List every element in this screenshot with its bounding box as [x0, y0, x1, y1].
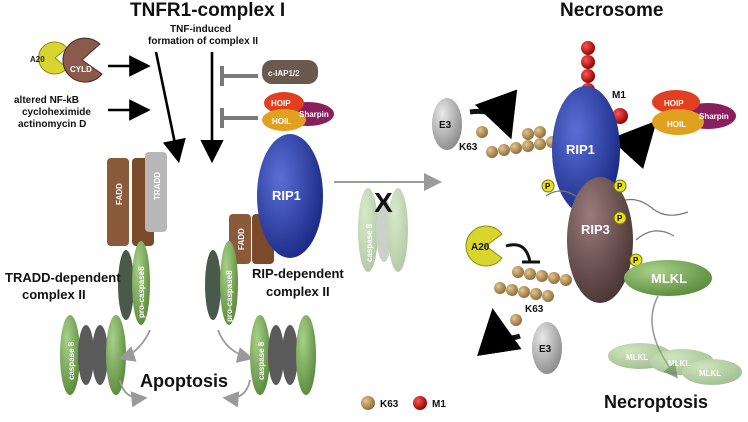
legend-k63: K63 [380, 399, 399, 410]
lubac-left-hoip: HOIP [271, 99, 291, 108]
cyld-icon: CYLD [62, 37, 103, 83]
fadd-label-left: FADD [115, 183, 124, 205]
a20-necrosome: A20 [465, 225, 503, 267]
svg-text:P: P [633, 256, 639, 265]
legend-k63-dot [361, 396, 375, 410]
legend-m1: M1 [432, 399, 446, 410]
rip3 [567, 177, 633, 303]
e3-bottom: E3 [532, 322, 562, 374]
lubac-right-sharpin: Sharpin [699, 112, 729, 121]
rip3-label: RIP3 [581, 222, 610, 237]
lubac-right: HOIP HOIL Sharpin [652, 90, 736, 135]
e3-top-curve-arrow [469, 89, 518, 140]
caspase8-right-label: caspase 8 [257, 341, 266, 380]
fadd-label-right: FADD [237, 228, 246, 250]
block-x: X [374, 187, 393, 218]
mlkl [624, 260, 712, 296]
e3-bottom-curve-arrow [477, 308, 522, 357]
mlkl-oligomers: MLKL MLKL MLKL [608, 343, 742, 385]
e3-top: E3 [432, 98, 462, 150]
arrow-tradd-to-casp [118, 329, 151, 362]
k63-chain-bottom: K63 [494, 266, 572, 326]
svg-text:P: P [545, 182, 551, 191]
title-left: TNFR1-complex I [130, 0, 285, 21]
a20-inhibit [505, 243, 540, 264]
tradd-label: TRADD [153, 172, 162, 200]
caspase8-right: caspase 8 [250, 315, 316, 395]
a20-label: A20 [30, 55, 45, 64]
lubac-right-hoil: HOIL [667, 120, 686, 129]
ciap-label: c-IAP1/2 [268, 69, 300, 78]
mlkl-olig-3: MLKL [699, 369, 721, 378]
cycloheximide-text: cycloheximide [22, 107, 91, 118]
caspase8-left: caspase 8 [60, 315, 126, 395]
k63-bottom-label: K63 [525, 304, 544, 315]
arrow-casp-left-to-apoptosis [119, 379, 148, 408]
tradd-complex-label-1: TRADD-dependent [5, 270, 121, 285]
svg-text:P: P [617, 214, 623, 223]
e3-top-label: E3 [439, 120, 452, 131]
rip-complex-label-2: complex II [266, 284, 330, 299]
tradd-complex: FADD TRADD [107, 152, 167, 246]
phospho-rip1: P [541, 179, 555, 193]
mlkl-olig-2: MLKL [668, 359, 690, 368]
altered-nfkb-text: altered NF-kB [14, 95, 79, 106]
ciap-box: c-IAP1/2 [262, 60, 318, 84]
k63-chain-top: K63 [459, 126, 558, 158]
legend: K63 M1 [361, 396, 446, 410]
arrow-casp-right-to-apoptosis [222, 379, 251, 408]
mlkl-olig-1: MLKL [626, 353, 648, 362]
title-right: Necrosome [560, 0, 664, 21]
mlkl-label: MLKL [651, 271, 687, 286]
inhibitor-ciap [220, 66, 258, 86]
caspase8-faded-label: caspase 8 [365, 223, 374, 262]
arrow-formation-to-tradd [154, 51, 186, 164]
procasp-left: pro-caspase8 [118, 241, 150, 325]
caspase8-faded: caspase 8 [358, 188, 408, 272]
legend-m1-dot [413, 396, 427, 410]
a20-necrosome-label: A20 [471, 242, 490, 253]
rip1-label-left: RIP1 [272, 188, 301, 203]
phospho-rip3-side: P [613, 211, 627, 225]
arrow-rip-to-casp [217, 329, 254, 363]
lubac-right-hoip: HOIP [664, 99, 684, 108]
caspase8-left-label: caspase 8 [67, 341, 76, 380]
tradd-complex-label-2: complex II [22, 287, 86, 302]
formation-line1: TNF-induced [170, 24, 231, 35]
lubac-left-hoil: HOIL [272, 117, 291, 126]
procasp-left-label: pro-caspase8 [137, 266, 146, 318]
lubac-left: HOIP HOIL Sharpin [262, 92, 334, 131]
apoptosis-label: Apoptosis [140, 371, 228, 391]
e3-bottom-label: E3 [539, 344, 552, 355]
inhibitor-lubac [220, 108, 258, 128]
a20-icon: A20 [30, 41, 68, 75]
actinomycin-text: actinomycin D [18, 119, 86, 130]
rip-complex: FADD RIP1 [229, 134, 323, 264]
formation-line2: formation of complex II [148, 36, 258, 47]
necroptosis-label: Necroptosis [604, 392, 708, 412]
procasp-right-label: pro-caspase8 [225, 270, 234, 322]
m1-label: M1 [612, 90, 626, 101]
k63-top-label: K63 [459, 142, 478, 153]
svg-text:P: P [617, 182, 623, 191]
cyld-label: CYLD [70, 65, 92, 74]
rip-complex-label-1: RIP-dependent [252, 266, 344, 281]
rip1-necrosome-label: RIP1 [566, 142, 595, 157]
procasp-right: pro-caspase8 [205, 241, 238, 325]
phospho-rip3-top: P [613, 179, 627, 193]
lubac-left-sharpin: Sharpin [299, 110, 329, 119]
